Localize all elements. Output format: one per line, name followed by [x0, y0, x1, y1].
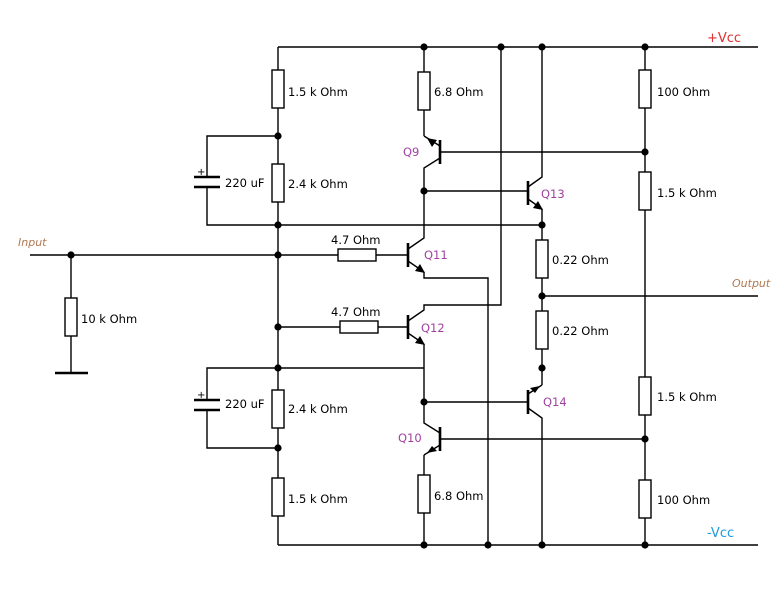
resistor-emitter-bottom [535, 310, 549, 350]
resistor-r2-top [271, 163, 285, 203]
input-label: Input [18, 236, 47, 249]
positive-rail-label: +Vcc [707, 31, 741, 46]
resistor-right-r2-top [638, 171, 652, 211]
label-right-r1-top: 100 Ohm [657, 85, 710, 99]
label-r2-top: 2.4 k Ohm [288, 177, 348, 191]
transistor-q12 [406, 47, 502, 402]
label-right-r2-top: 1.5 k Ohm [657, 186, 717, 200]
label-r1-bottom: 1.5 k Ohm [288, 492, 348, 506]
label-r-input: 10 k Ohm [81, 312, 137, 326]
label-r-q9-emitter: 6.8 Ohm [434, 85, 484, 99]
junction-dots [67, 43, 649, 549]
resistor-q10-emitter [417, 474, 431, 514]
label-q9: Q9 [403, 145, 419, 159]
resistor-r1-bottom [271, 477, 285, 517]
label-r-emitter-top: 0.22 Ohm [552, 253, 609, 267]
transistor-q14 [526, 368, 543, 545]
transistor-q10 [423, 401, 645, 456]
resistor-input [64, 297, 78, 337]
right-bias-chain [638, 47, 652, 545]
resistor-q9-emitter [417, 71, 431, 111]
capacitor-bottom [194, 367, 424, 449]
base-resistors [278, 248, 408, 334]
label-right-r2-bottom: 1.5 k Ohm [657, 390, 717, 404]
negative-rail-label: -Vcc [707, 526, 734, 541]
resistor-r1-top [271, 69, 285, 109]
capacitor-top-polarity: + [197, 167, 205, 178]
label-q13: Q13 [541, 187, 565, 201]
label-r-q10-emitter: 6.8 Ohm [434, 489, 484, 503]
label-q11: Q11 [424, 248, 448, 262]
resistor-right-r2-bottom [638, 376, 652, 416]
resistor-base-q12 [339, 320, 379, 334]
resistor-right-r1-bottom [638, 479, 652, 519]
label-q14: Q14 [543, 395, 567, 409]
transistor-q11 [406, 190, 489, 545]
left-bias-chain [271, 47, 285, 545]
capacitor-bottom-polarity: + [197, 390, 205, 401]
label-right-r1-bottom: 100 Ohm [657, 493, 710, 507]
label-c-top: 220 uF [225, 176, 265, 190]
output-stage [535, 225, 758, 368]
label-c-bottom: 220 uF [225, 397, 265, 411]
label-r-base-q12: 4.7 Ohm [331, 305, 381, 319]
resistor-base-q11 [337, 248, 377, 262]
label-r1-top: 1.5 k Ohm [288, 85, 348, 99]
q10-branch [417, 455, 431, 545]
label-q10: Q10 [398, 431, 422, 445]
label-r-emitter-bottom: 0.22 Ohm [552, 324, 609, 338]
input-network [30, 254, 338, 375]
label-r-base-q11: 4.7 Ohm [331, 233, 381, 247]
label-r2-bottom: 2.4 k Ohm [288, 402, 348, 416]
resistor-right-r1-top [638, 69, 652, 109]
output-label: Output [732, 277, 771, 290]
resistor-r2-bottom [271, 389, 285, 429]
label-q12: Q12 [421, 321, 445, 335]
resistor-emitter-top [535, 239, 549, 279]
capacitor-top [194, 135, 542, 226]
q9-branch [417, 47, 431, 136]
